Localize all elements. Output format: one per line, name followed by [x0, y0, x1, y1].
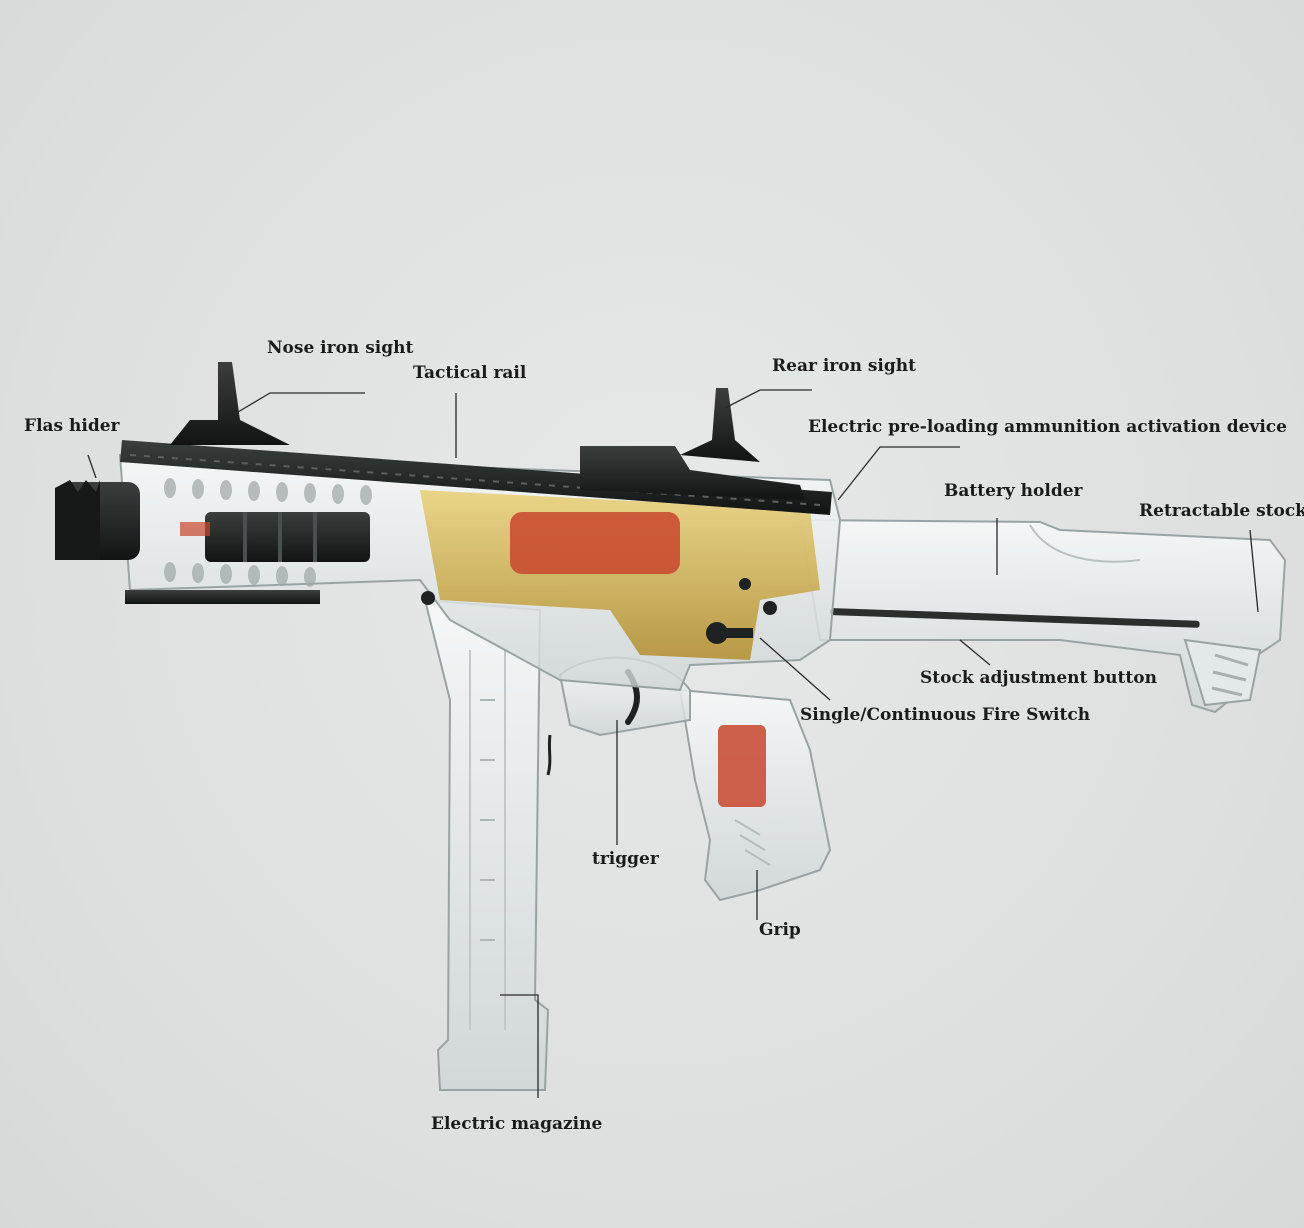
label-rear-iron-sight: Rear iron sight [772, 356, 916, 376]
retractable-stock-shape [798, 518, 1287, 714]
label-trigger: trigger [592, 849, 659, 869]
tactical-rail-shape [120, 440, 832, 604]
label-tactical-rail: Tactical rail [413, 363, 527, 383]
leader-lines [87, 389, 1259, 1098]
label-grip: Grip [759, 920, 801, 940]
grip-shape [678, 688, 832, 902]
label-nose-iron-sight: Nose iron sight [267, 338, 414, 358]
rear-sight-shape [680, 388, 760, 462]
magazine-shape [423, 598, 550, 1091]
label-electric-magazine: Electric magazine [431, 1114, 603, 1134]
label-flash-hider: Flas hider [24, 416, 120, 436]
front-sight-shape [170, 362, 290, 445]
label-retractable-stock: Retractable stock [1139, 501, 1304, 521]
label-activation-device: Electric pre-loading ammunition activati… [808, 417, 1287, 437]
receiver-shape [118, 453, 842, 692]
label-battery-holder: Battery holder [944, 481, 1083, 501]
label-fire-switch: Single/Continuous Fire Switch [800, 705, 1091, 725]
flash-hider-shape [55, 480, 140, 560]
label-stock-adjustment-button: Stock adjustment button [920, 668, 1157, 688]
